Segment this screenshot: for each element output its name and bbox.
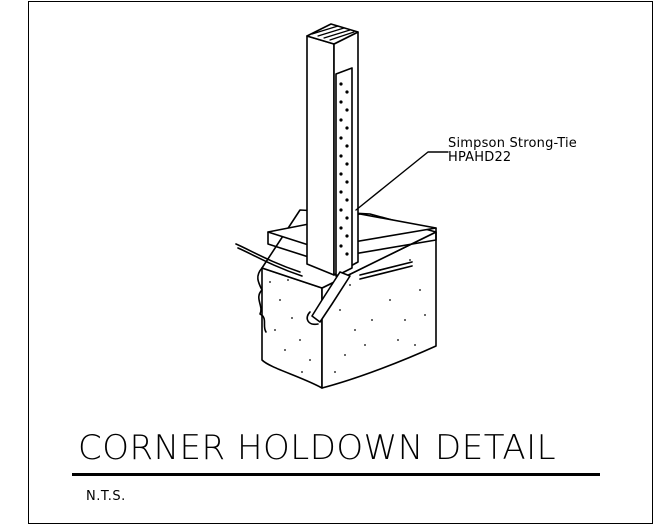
scale-note: N.T.S. (86, 489, 126, 504)
foundation-broken-edge (257, 267, 267, 333)
title-underline (72, 473, 600, 476)
callout-label: Simpson Strong-Tie HPAHD22 (448, 137, 577, 165)
rebar (235, 243, 413, 280)
foundation-left-face (261, 267, 323, 389)
hpahd22-holdown (306, 67, 353, 326)
holdown-strap (335, 67, 353, 277)
post-end-grain (311, 25, 355, 41)
callout-line-model: HPAHD22 (448, 150, 512, 165)
post-top-face (306, 23, 359, 45)
callout-line-manufacturer: Simpson Strong-Tie (448, 136, 577, 151)
holdown-fastener-holes (339, 82, 349, 256)
detail-title: CORNER HOLDOWN DETAIL (78, 428, 557, 468)
concrete-stipple (269, 259, 426, 373)
holdown-embed-leg (311, 271, 351, 323)
post-front-face (306, 35, 335, 276)
foundation-right-face (321, 231, 437, 389)
callout-leader-line (355, 151, 449, 211)
